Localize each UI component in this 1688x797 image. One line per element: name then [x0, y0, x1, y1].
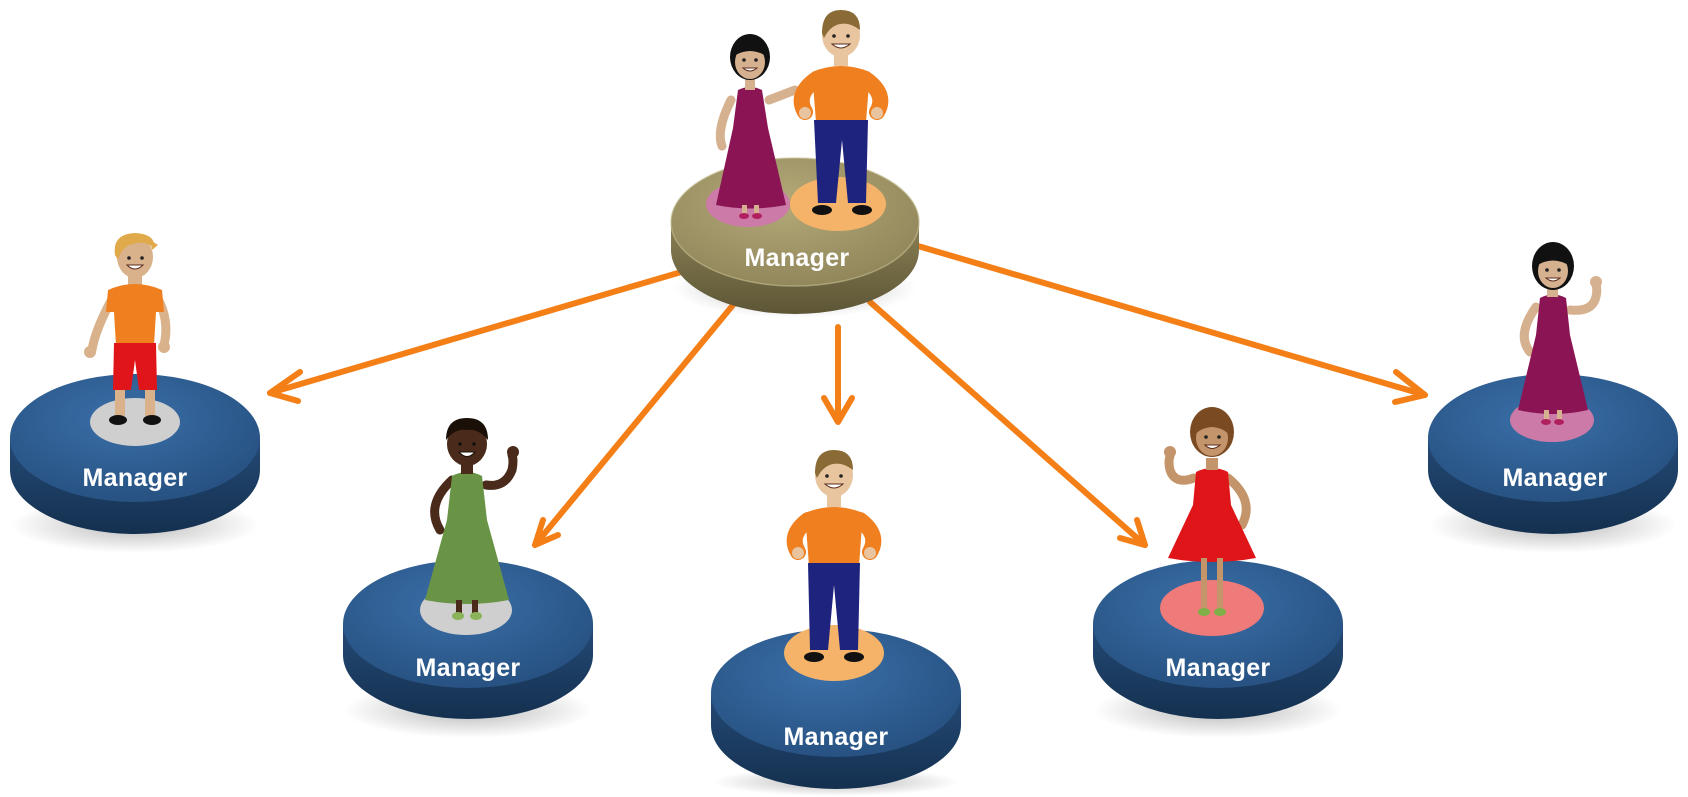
arrow-to-far-left: [267, 267, 691, 404]
woman-purple-dress-figure: [715, 34, 800, 219]
platform-center-label: Manager: [784, 723, 889, 751]
platform-far-left-label: Manager: [83, 464, 188, 492]
woman-purple-dress-figure: [1518, 242, 1602, 425]
arrow-to-left: [532, 302, 736, 548]
man-orange-shirt-figure: [793, 10, 889, 215]
top-platform-label: Manager: [745, 244, 850, 272]
platform-left: Manager: [343, 418, 593, 738]
platform-right: Manager: [1093, 407, 1343, 738]
arrows: [267, 243, 1428, 548]
platform-far-right-label: Manager: [1503, 464, 1608, 492]
top-platform: Manager: [670, 10, 920, 318]
arrow-to-center: [821, 324, 855, 425]
arrow-to-far-right: [915, 243, 1428, 405]
arrow-to-right: [867, 299, 1148, 548]
woman-green-dress-figure: [425, 418, 519, 620]
platform-far-left: Manager: [10, 233, 260, 553]
boy-orange-shirt-red-shorts-figure: [84, 233, 171, 425]
platform-center: Manager: [711, 450, 961, 796]
man-orange-shirt-figure: [786, 450, 882, 662]
woman-red-dress-figure: [1164, 407, 1256, 616]
platform-right-label: Manager: [1166, 654, 1271, 682]
platform-far-right: Manager: [1428, 242, 1678, 553]
platform-left-label: Manager: [416, 654, 521, 682]
